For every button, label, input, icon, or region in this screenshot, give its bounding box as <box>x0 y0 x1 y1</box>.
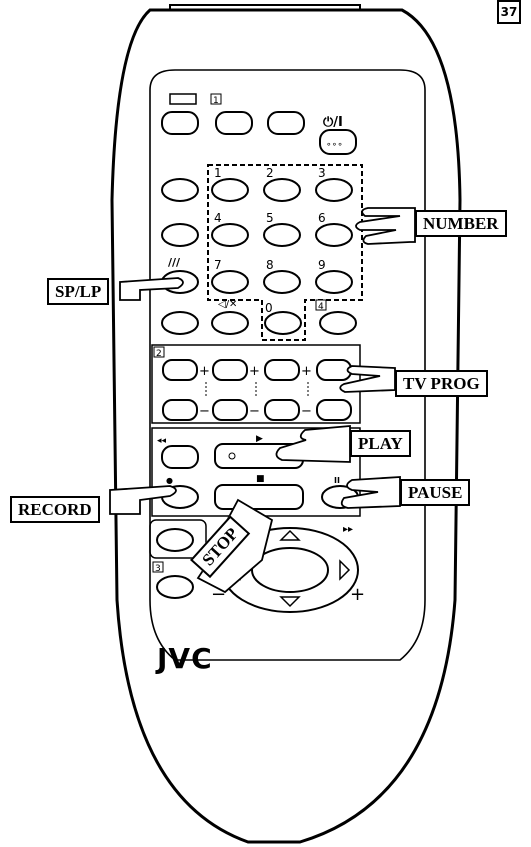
callout-record: RECORD <box>10 496 100 523</box>
boxed-number-2 <box>153 346 165 358</box>
tv-prog-button-minus-2[interactable] <box>212 399 248 421</box>
number-label-1: 1 <box>214 166 222 180</box>
pointer-hand-pause <box>340 476 401 509</box>
rewind-button[interactable] <box>161 445 199 469</box>
number-button-3[interactable] <box>315 178 353 202</box>
number-button-1[interactable] <box>211 178 249 202</box>
pointer-hand-play <box>275 425 351 463</box>
d-pad-down-arrow[interactable] <box>279 596 301 608</box>
mute-button[interactable] <box>211 311 249 335</box>
tv-vcr-indicator <box>169 93 197 105</box>
button-boxed-4[interactable] <box>319 311 357 335</box>
minus-sign: − <box>199 404 210 419</box>
callout-sp-lp: SP/LP <box>47 278 110 305</box>
number-button-9[interactable] <box>315 270 353 294</box>
tv-prog-button-plus-3[interactable] <box>264 359 300 381</box>
tv-prog-button-plus-4[interactable] <box>316 359 352 381</box>
record-mark: ● <box>166 476 173 485</box>
number-button-5[interactable] <box>263 223 301 247</box>
power-dots: ∘∘∘ <box>326 140 343 150</box>
tv-prog-buttons: + + + − − − <box>162 359 352 421</box>
number-label-4: 4 <box>214 211 222 225</box>
d-pad-up-arrow[interactable] <box>279 529 301 541</box>
lower-left-panel <box>149 519 207 559</box>
pointer-hand-number <box>355 207 416 245</box>
boxed-number-4 <box>315 299 327 311</box>
boxed-number-4-text: 4 <box>318 302 324 312</box>
number-button-6[interactable] <box>315 223 353 247</box>
number-label-0: 0 <box>265 301 273 315</box>
pointer-hand-tv-prog <box>339 365 396 393</box>
lower-left-button[interactable] <box>156 528 194 552</box>
rewind-mark: ◂◂ <box>157 436 167 446</box>
brand-logo: JVC <box>155 642 213 675</box>
tv-prog-button-minus-1[interactable] <box>162 399 198 421</box>
page-number-badge: 37 <box>497 0 521 24</box>
sp-lp-mark: /// <box>168 256 181 269</box>
d-pad-right-arrow[interactable] <box>339 559 351 581</box>
callout-tv-prog: TV PROG <box>395 370 488 397</box>
number-button-2[interactable] <box>263 178 301 202</box>
stop-mark: ■ <box>256 474 265 484</box>
power-label: ⏻/I <box>323 115 343 130</box>
plus-sign: + <box>350 584 365 605</box>
minus-sign: − <box>249 404 260 419</box>
power-button[interactable] <box>319 129 357 155</box>
tv-prog-button-minus-3[interactable] <box>264 399 300 421</box>
plus-sign: + <box>301 364 312 379</box>
boxed-number-3 <box>152 561 164 573</box>
plus-sign: + <box>199 364 210 379</box>
remote-body-outline <box>110 8 462 844</box>
button-top-3[interactable] <box>267 111 305 135</box>
mute-label: ◁/✕ <box>218 299 237 310</box>
tv-prog-button-plus-1[interactable] <box>162 359 198 381</box>
number-button-8[interactable] <box>263 270 301 294</box>
d-pad-center[interactable] <box>251 547 329 593</box>
left-button-row-2[interactable] <box>161 223 199 247</box>
number-keypad: 1 2 3 4 5 6 7 8 9 0 <box>211 166 353 335</box>
callout-play: PLAY <box>350 430 411 457</box>
ffwd-mark: ▸▸ <box>343 524 353 535</box>
play-button-dot <box>228 452 236 460</box>
pointer-hand-sp-lp <box>119 277 184 301</box>
number-button-4[interactable] <box>211 223 249 247</box>
stop-button[interactable] <box>214 484 304 510</box>
bottom-left-button[interactable] <box>156 575 194 599</box>
number-label-5: 5 <box>266 211 274 225</box>
minus-sign: − <box>301 404 312 419</box>
boxed-number-3-text: 3 <box>155 564 161 574</box>
callout-number: NUMBER <box>415 210 507 237</box>
callout-pause: PAUSE <box>400 479 471 506</box>
tv-prog-button-minus-4[interactable] <box>316 399 352 421</box>
boxed-number-1-text: 1 <box>213 96 219 106</box>
boxed-number-1 <box>210 93 222 105</box>
button-top-2[interactable] <box>215 111 253 135</box>
plus-sign: + <box>249 364 260 379</box>
remote-top-notch <box>169 4 361 10</box>
tv-prog-button-plus-2[interactable] <box>212 359 248 381</box>
number-label-7: 7 <box>214 258 222 272</box>
number-label-2: 2 <box>266 166 274 180</box>
remote-face-panel <box>149 69 426 661</box>
number-label-3: 3 <box>318 166 326 180</box>
left-button-row-4[interactable] <box>161 311 199 335</box>
number-button-7[interactable] <box>211 270 249 294</box>
number-button-0[interactable] <box>264 311 302 335</box>
number-label-6: 6 <box>318 211 326 225</box>
left-button-row-1[interactable] <box>161 178 199 202</box>
number-label-9: 9 <box>318 258 326 272</box>
boxed-number-2-text: 2 <box>156 349 162 359</box>
play-mark: ▶ <box>256 434 263 444</box>
number-label-8: 8 <box>266 258 274 272</box>
button-tv-vcr[interactable] <box>161 111 199 135</box>
pointer-hand-record <box>109 485 177 515</box>
number-keypad-outline <box>207 164 363 341</box>
pause-mark: II <box>334 476 340 485</box>
